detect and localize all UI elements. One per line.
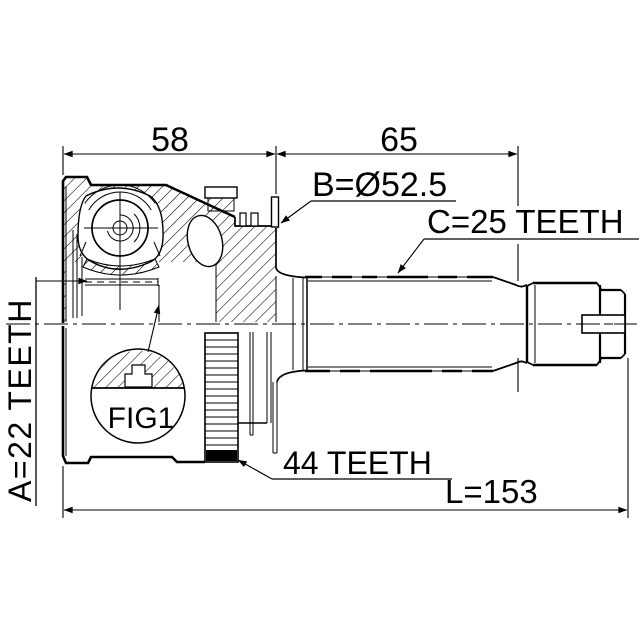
dimension-65: 65 — [276, 121, 519, 392]
inner-spline-bore — [85, 278, 159, 286]
tooth-profile — [124, 364, 153, 388]
label-a-spline: A=22 TEETH — [2, 277, 88, 506]
dimension-58: 58 — [62, 121, 277, 194]
boot-diameter-label: B=Ø52.5 — [312, 166, 447, 204]
abs-ring-label: 44 TEETH — [283, 445, 432, 481]
abs-tooth-ring — [204, 332, 239, 463]
label-44-teeth: 44 TEETH — [237, 445, 452, 481]
label-c-spline: C=25 TEETH — [397, 203, 639, 274]
inner-spline-label: A=22 TEETH — [2, 298, 38, 502]
fig1-detail — [90, 304, 186, 444]
boot-groove-teeth — [239, 196, 280, 228]
cavity-lobe — [186, 214, 224, 268]
dim-58-label: 58 — [151, 121, 189, 159]
label-b-diameter: B=Ø52.5 — [280, 166, 456, 224]
dimension-length: L=153 — [62, 358, 629, 518]
bell-housing-exterior — [61, 326, 306, 465]
overall-length-label: L=153 — [445, 473, 538, 510]
outer-spline-label: C=25 TEETH — [427, 203, 624, 240]
output-shaft — [292, 274, 627, 374]
dim-65-label: 65 — [380, 121, 418, 159]
fig1-leader — [147, 304, 161, 353]
figure-reference-label: FIG1 — [108, 402, 175, 435]
abs-ring-section — [204, 186, 238, 212]
inner-race — [82, 258, 160, 276]
bell-housing-section — [61, 175, 306, 323]
